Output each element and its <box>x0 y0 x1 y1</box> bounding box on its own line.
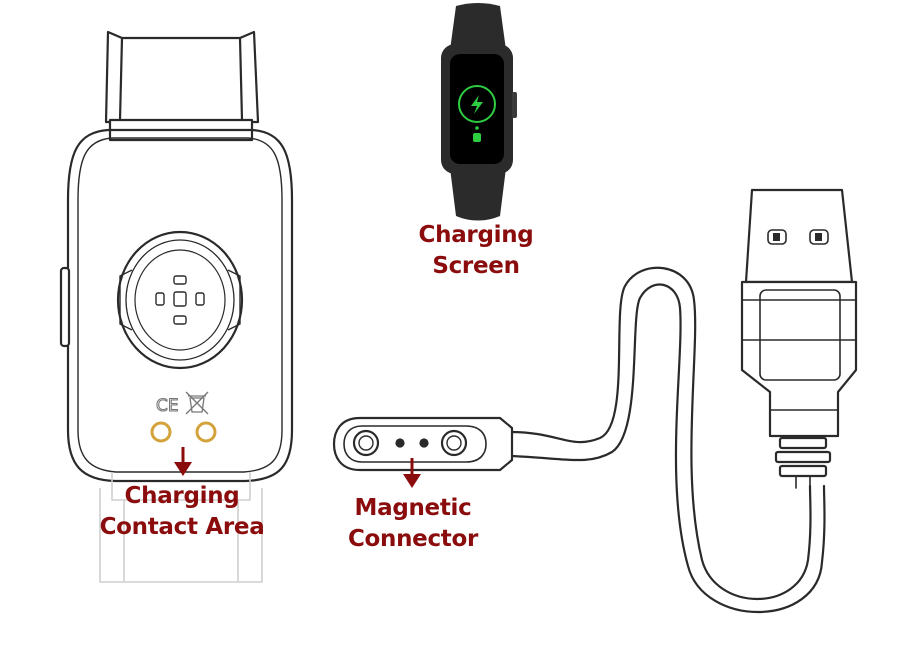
connector-pin-left <box>352 429 380 457</box>
svg-text:CE: CE <box>156 396 179 416</box>
ce-logo: CE <box>155 395 179 416</box>
charging-screen-label: Charging Screen <box>398 220 554 282</box>
charging-contact-left <box>150 421 172 443</box>
connector-pin-right <box>440 429 468 457</box>
band-front-view <box>441 3 517 221</box>
contact-area-arrow <box>174 447 192 476</box>
usb-contact-left <box>767 229 787 245</box>
magnetic-connector-arrow <box>403 458 421 488</box>
bottom-strap <box>99 472 263 583</box>
charging-screen-label-line2: Screen <box>432 253 520 279</box>
lightning-bolt-icon <box>471 95 483 114</box>
charging-contact-area-label-line1: Charging <box>124 483 240 509</box>
heart-rate-sensor <box>116 230 244 370</box>
band-strap-bottom <box>450 168 506 221</box>
band-side-button <box>512 92 517 118</box>
magnetic-connector-label-line2: Connector <box>347 526 479 552</box>
charging-contact-right <box>195 421 217 443</box>
cable-wire-outer <box>508 266 812 601</box>
charging-screen-label-line1: Charging <box>418 222 534 248</box>
crossed-bin-icon <box>185 391 209 415</box>
usb-contact-right <box>809 229 829 245</box>
usb-housing <box>740 280 858 438</box>
battery-level-dots <box>473 126 481 142</box>
band-strap-top <box>450 3 506 50</box>
top-strap <box>104 30 260 142</box>
usb-metal-shell <box>744 188 854 284</box>
watch-body-outline <box>66 128 294 483</box>
cable-wire-inner <box>508 283 826 614</box>
usb-plug <box>740 188 858 489</box>
side-button <box>59 266 71 348</box>
charging-cable <box>332 188 858 614</box>
charging-contact-area-label: Charging Contact Area <box>80 481 284 543</box>
magnetic-connector-label: Magnetic Connector <box>330 493 496 555</box>
watch-back-view: CE <box>59 30 294 583</box>
charging-ring <box>458 85 496 123</box>
watch-body-inner-outline <box>77 137 283 473</box>
magnetic-connector-label-line1: Magnetic <box>354 495 472 521</box>
magnetic-connector <box>332 416 514 472</box>
charging-contact-area-label-line2: Contact Area <box>99 514 265 540</box>
